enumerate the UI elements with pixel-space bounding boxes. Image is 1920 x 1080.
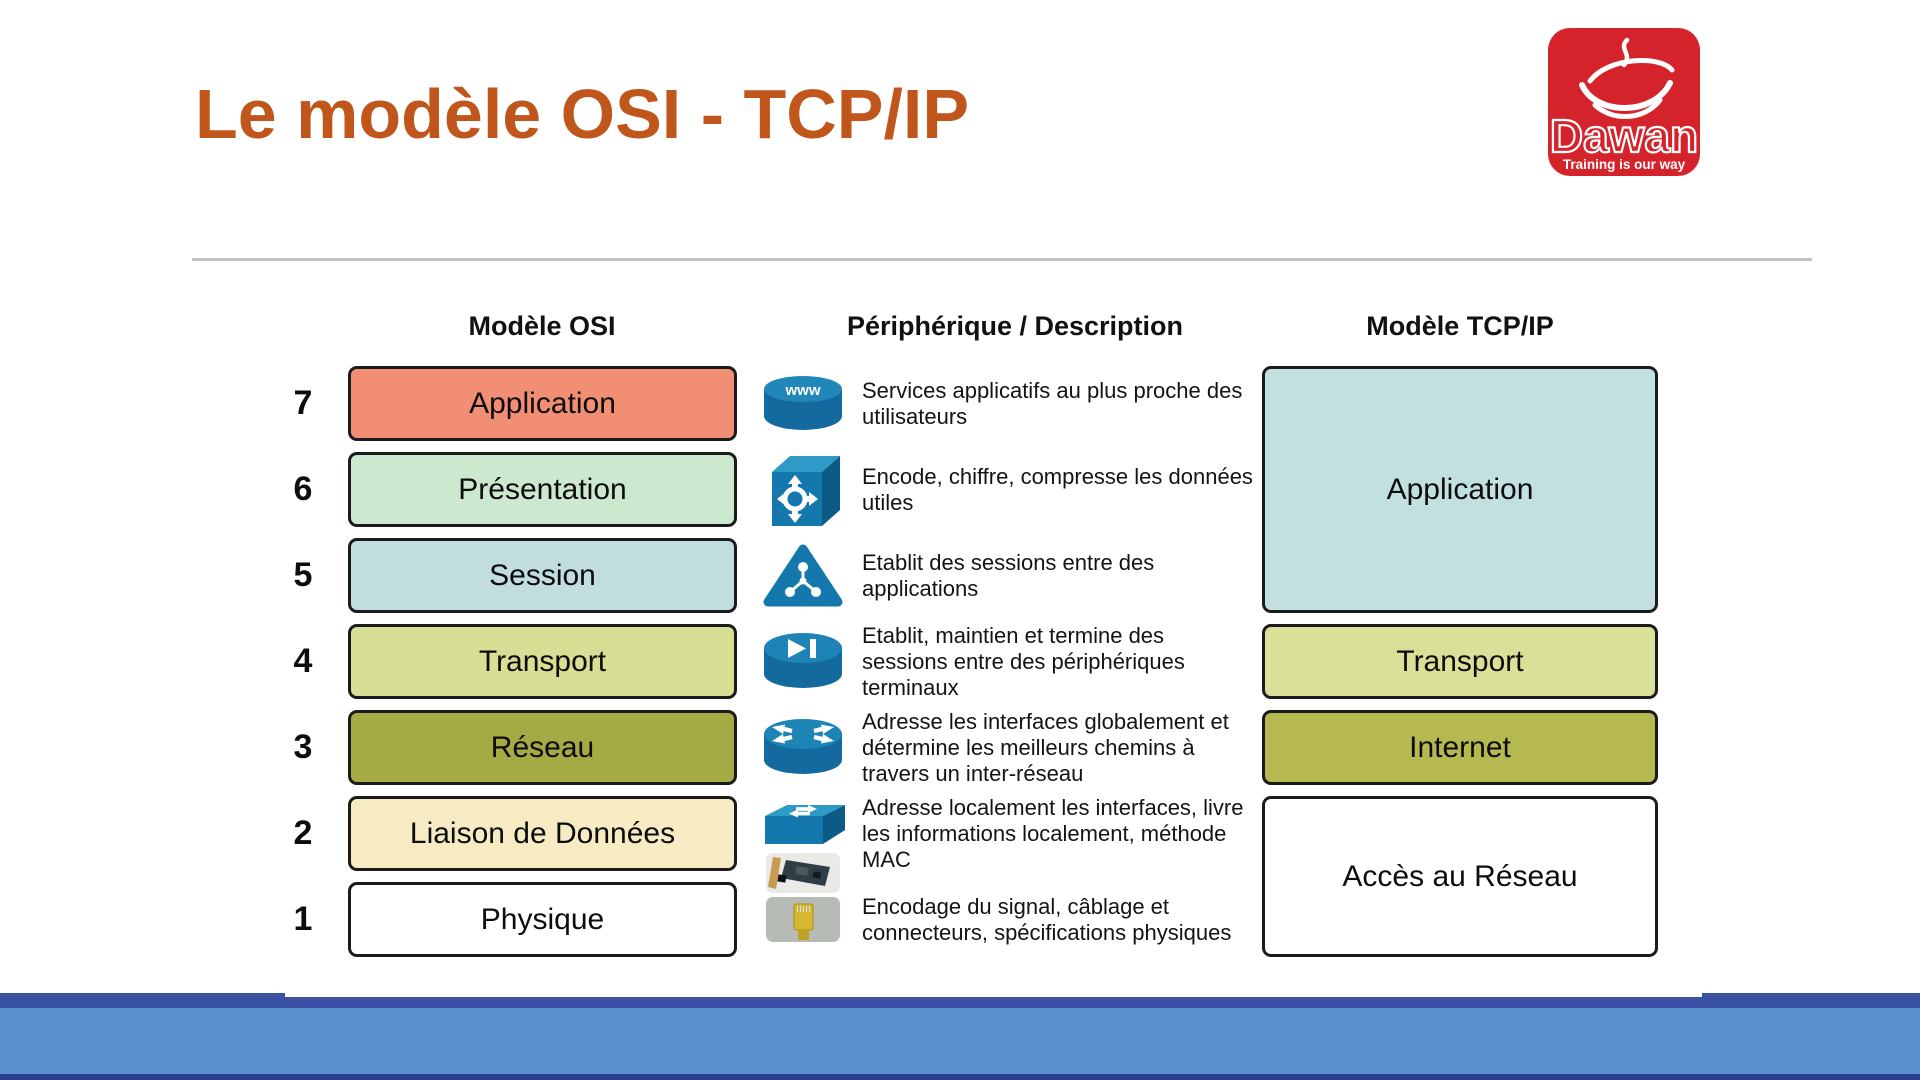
endpoint-cylinder-icon [764,632,842,688]
osi-layer-label: Physique [480,902,605,936]
footer-bar [0,1008,1920,1074]
logo-wordmark: Dawan [1550,110,1698,162]
tcpip-box-application: Application [1262,366,1658,613]
dawan-logo: Dawan Training is our way [1548,28,1700,176]
osi-layer-box-application: Application [348,366,737,441]
description-row: Etablit des sessions entre des applicati… [752,538,1257,613]
tcpip-column-header: Modèle TCP/IP [1366,311,1554,341]
page-title: Le modèle OSI - TCP/IP [195,75,970,153]
description-row: Encode, chiffre, compresse les données u… [752,452,1257,527]
osi-layer-number: 5 [293,556,313,594]
tcpip-box-transport: Transport [1262,624,1658,699]
description-row: Etablit, maintien et termine des session… [752,622,1257,700]
description-text: Services applicatifs au plus proche des … [862,377,1243,429]
description-row: www Services applicatifs au plus proche … [752,366,1257,441]
description-text: Adresse localement les interfaces, livre… [862,794,1244,872]
description-text: Adresse les interfaces globalement et dé… [862,708,1229,786]
description-text: Encode, chiffre, compresse les données u… [862,463,1253,515]
logo-tagline: Training is our way [1563,157,1686,172]
router-icon [764,718,842,774]
osi-layer-number: 6 [293,470,313,508]
tcpip-box-label: Transport [1396,644,1524,678]
osi-column-header: Modèle OSI [468,311,616,341]
osi-layer-number: 1 [293,900,313,938]
osi-layer-label: Réseau [490,730,595,764]
footer-bottom-line [0,1074,1920,1080]
osi-layer-label: Liaison de Données [409,816,676,850]
description-row: Adresse les interfaces globalement et dé… [752,708,1257,786]
footer-stripe [0,997,1920,1008]
description-text: Etablit, maintien et termine des session… [862,622,1185,700]
presentation-cube-icon [772,455,840,526]
osi-layer-number: 2 [293,814,313,852]
osi-layer-box-liaison: Liaison de Données [348,796,737,871]
description-column-header: Périphérique / Description [846,311,1184,341]
osi-layer-label: Présentation [458,472,627,506]
tcpip-box-label: Application [1386,472,1534,506]
tcpip-box-internet: Internet [1262,710,1658,785]
osi-layer-box-presentation: Présentation [348,452,737,527]
osi-layer-box-physique: Physique [348,882,737,957]
osi-layer-number: 4 [293,642,313,680]
description-row: Encodage du signal, câblage et connecteu… [752,882,1257,957]
osi-layer-box-reseau: Réseau [348,710,737,785]
osi-layer-label: Transport [478,644,607,678]
osi-layer-number: 3 [293,728,313,766]
switch-icon [765,805,845,844]
osi-layer-number: 7 [293,384,313,422]
www-label: www [784,382,820,399]
www-server-icon: www [764,375,842,430]
rj45-connector-photo [766,897,840,942]
session-triangle-icon [763,544,843,606]
osi-layer-label: Application [469,386,616,420]
title-divider [192,258,1812,261]
description-row: Adresse localement les interfaces, livre… [752,794,1257,893]
description-text: Encodage du signal, câblage et connecteu… [862,893,1232,945]
osi-layer-box-session: Session [348,538,737,613]
osi-layer-label: Session [489,558,596,592]
coffee-cup-icon: Dawan Training is our way [1549,37,1699,172]
osi-layer-box-transport: Transport [348,624,737,699]
tcpip-box-label: Accès au Réseau [1342,859,1578,893]
tcpip-box-label: Internet [1409,730,1511,764]
description-text: Etablit des sessions entre des applicati… [862,549,1155,601]
tcpip-box-acces-reseau: Accès au Réseau [1262,796,1658,957]
nic-card-photo [766,853,840,893]
